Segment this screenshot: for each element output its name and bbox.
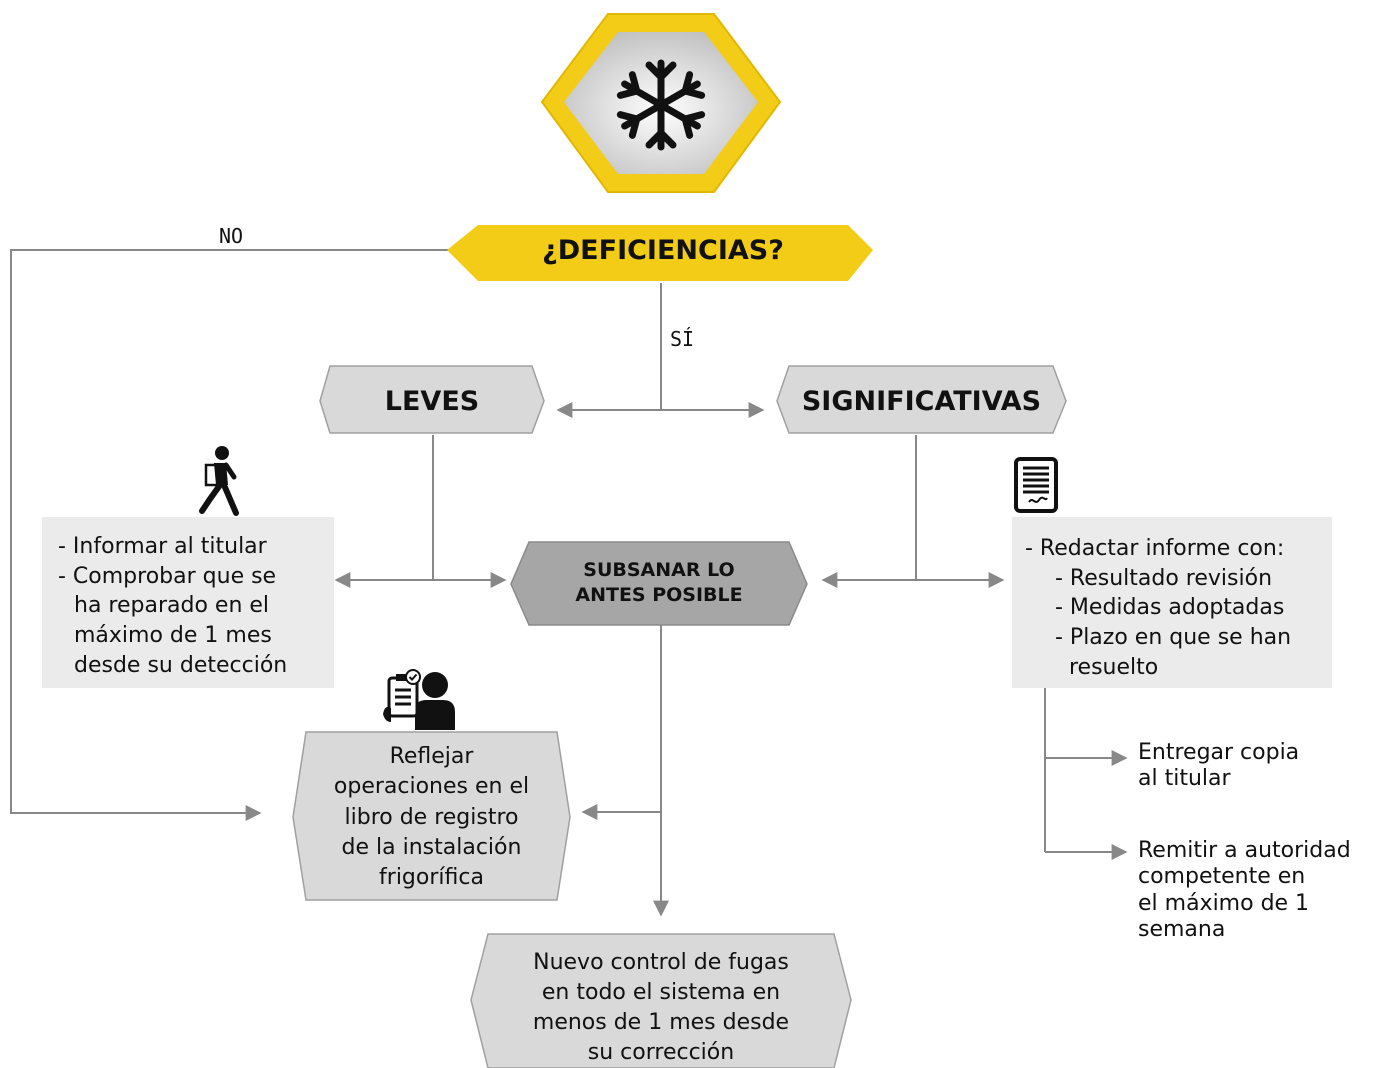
leves-item: - Comprobar que se bbox=[58, 563, 277, 589]
subsanar-shape bbox=[510, 541, 808, 626]
significativas-title: SIGNIFICATIVAS bbox=[801, 386, 1042, 417]
registro-text: Reflejar operaciones en el libro de regi… bbox=[293, 742, 570, 894]
registro-line: operaciones en el bbox=[333, 774, 530, 800]
remitir-line: Remitir a autoridad bbox=[1138, 838, 1351, 863]
sig-item: resuelto bbox=[1069, 654, 1159, 680]
sig-item: - Medidas adoptadas bbox=[1055, 595, 1285, 621]
remitir-text: Remitir a autoridad competente en el máx… bbox=[1138, 838, 1373, 944]
no-label: NO bbox=[219, 224, 244, 248]
leves-item: - Informar al titular bbox=[58, 534, 267, 559]
registro-line: frigorífica bbox=[379, 865, 484, 891]
leves-panel: - Informar al titular - Comprobar que se… bbox=[58, 532, 328, 680]
subsanar-text: SUBSANAR LO ANTES POSIBLE bbox=[511, 558, 807, 607]
person-checklist-icon bbox=[383, 669, 455, 730]
significativas-shape bbox=[776, 365, 1067, 434]
sig-panel-bg bbox=[1012, 517, 1332, 688]
leves-shape bbox=[319, 365, 545, 434]
entregar-line: Entregar copia bbox=[1138, 740, 1300, 765]
yes-label: SÍ bbox=[670, 327, 695, 351]
control-line: menos de 1 mes desde bbox=[532, 1009, 790, 1035]
remitir-line: semana bbox=[1138, 917, 1226, 943]
remitir-line: competente en bbox=[1138, 864, 1306, 890]
decision-title: ¿DEFICIENCIAS? bbox=[542, 235, 784, 266]
control-shape bbox=[470, 933, 852, 1068]
leves-title: LEVES bbox=[384, 386, 480, 417]
sig-item: - Redactar informe con: bbox=[1025, 536, 1285, 561]
significativas-panel: - Redactar informe con: - Resultado revi… bbox=[1025, 534, 1330, 682]
leves-item: máximo de 1 mes bbox=[74, 623, 272, 649]
control-line: en todo el sistema en bbox=[541, 979, 781, 1005]
snowflake-icon bbox=[616, 59, 706, 151]
control-text: Nuevo control de fugas en todo el sistem… bbox=[471, 948, 851, 1068]
registro-line: libro de registro bbox=[344, 804, 519, 830]
decision-shape bbox=[447, 225, 873, 281]
registro-line: de la instalación bbox=[341, 835, 522, 861]
registro-shape bbox=[292, 731, 571, 901]
no-connector bbox=[10, 249, 450, 821]
control-line: su corrección bbox=[587, 1039, 735, 1065]
control-line: Nuevo control de fugas bbox=[533, 950, 789, 975]
subsanar-line: ANTES POSIBLE bbox=[575, 583, 743, 606]
signed-document-icon bbox=[1014, 457, 1058, 513]
leves-item: desde su detección bbox=[74, 652, 288, 678]
walking-person-icon bbox=[199, 446, 239, 516]
entregar-text: Entregar copia al titular bbox=[1138, 740, 1368, 793]
sig-item: - Plazo en que se han bbox=[1055, 625, 1292, 651]
subsanar-line: SUBSANAR LO bbox=[583, 559, 735, 581]
entregar-line: al titular bbox=[1138, 766, 1231, 792]
leves-panel-bg bbox=[42, 517, 334, 688]
remitir-line: el máximo de 1 bbox=[1138, 890, 1310, 916]
registro-line: Reflejar bbox=[389, 744, 474, 769]
leves-item: ha reparado en el bbox=[74, 593, 270, 619]
sig-item: - Resultado revisión bbox=[1055, 565, 1273, 591]
